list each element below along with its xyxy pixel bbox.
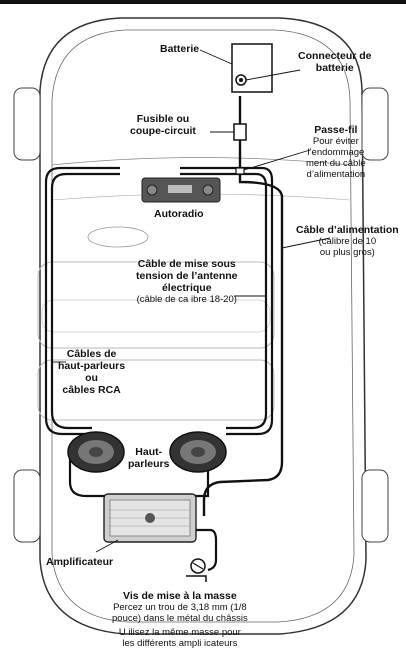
battery-label: Batterie (160, 43, 200, 55)
speakers-label: Haut- parleurs (128, 446, 170, 470)
seat-front (37, 261, 275, 349)
amplifier-label: Amplificateur (46, 556, 114, 568)
battery-connector-label: Connecteur de batterie (298, 50, 372, 74)
power-cable-label: Câble d’alimentation (calibre de 10 ou p… (296, 224, 399, 258)
ground-bracket (186, 575, 207, 582)
battery-terminal-center (239, 78, 243, 82)
head-unit-label: Autoradio (154, 208, 204, 220)
ground-screw-slot (192, 562, 204, 570)
top-border (0, 0, 406, 4)
ground-screw-label: Vis de mise à la masse Percez un trou de… (112, 590, 248, 649)
leader-power (281, 237, 331, 249)
speaker-cables-label: Câbles de haut-parleurs ou câbles RCA (58, 348, 126, 396)
car-body-outline (39, 17, 367, 635)
fuse (233, 123, 247, 141)
speaker-left-cap (89, 447, 103, 457)
speaker-right-cap (191, 447, 205, 457)
leader-connector (245, 69, 301, 81)
speaker-cable-left (44, 166, 120, 436)
fuse-label: Fusible ou coupe-circuit (130, 113, 196, 137)
seat-front-inner (41, 299, 271, 333)
grommet (235, 167, 245, 175)
leader-amp (95, 539, 119, 553)
amplifier-logo (145, 513, 155, 523)
speaker-cable-right-2 (180, 172, 268, 430)
wheel-front-left (13, 87, 41, 161)
leader-grommet (243, 149, 311, 171)
wheel-front-right (361, 87, 389, 161)
wheel-rear-left (13, 469, 41, 543)
head-unit-knob-right (202, 184, 214, 196)
head-unit-display (168, 185, 192, 193)
leader-battery (199, 49, 233, 65)
ground-cable (196, 528, 218, 572)
speaker-cable-left-2 (50, 172, 120, 430)
grommet-label: Passe-fil Pour éviter l’endommage ment d… (306, 124, 366, 180)
car-body-inner (51, 29, 355, 623)
power-cable (202, 96, 284, 516)
remote-cable-label: Câble de mise sous tension de l’antenne … (136, 258, 238, 305)
wheel-rear-right (361, 469, 389, 543)
amp-link-left (68, 452, 118, 498)
dashboard-line (51, 157, 351, 166)
steering-wheel (87, 226, 149, 248)
seat-rear (37, 359, 275, 421)
speaker-cable-right (180, 166, 274, 436)
head-unit-knob-left (146, 184, 158, 196)
